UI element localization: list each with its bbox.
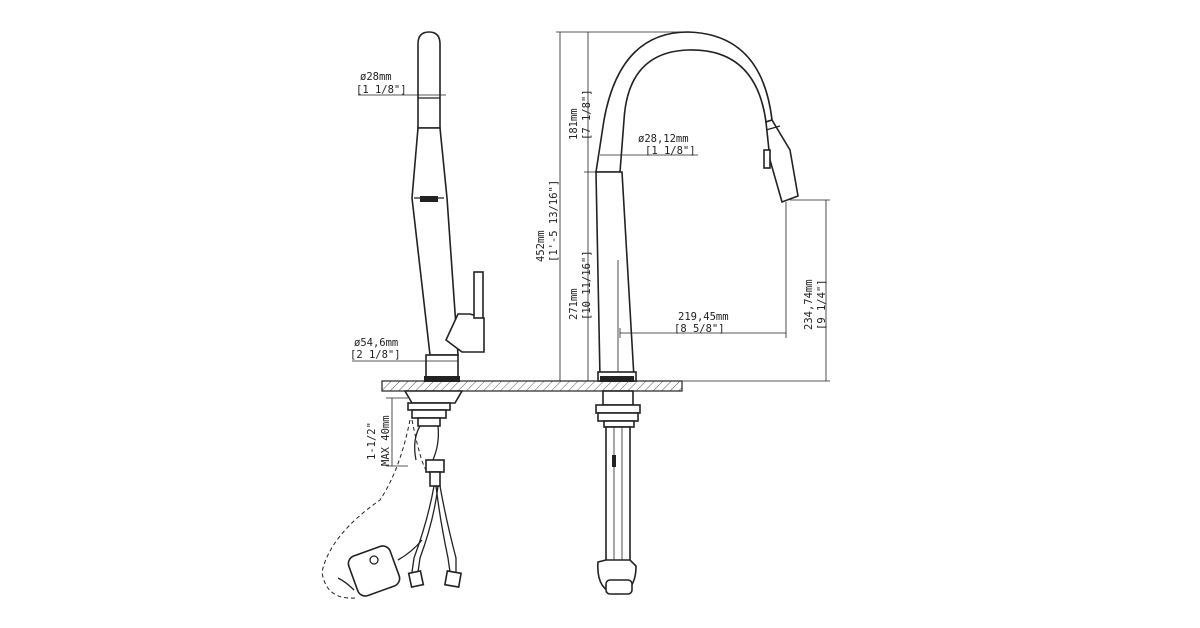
dim-neck-diameter: ø28,12mm [1 1/8"] [600, 133, 698, 157]
total-height-in: [1'-5 13/16"] [548, 180, 560, 262]
dim-total-height: 452mm [1'-5 13/16"] [535, 31, 688, 382]
reach-in: [8 5/8"] [674, 323, 725, 335]
front-view-faucet [595, 31, 799, 595]
dim-hole-size: 1-1/2" MAX 40mm [366, 397, 408, 467]
dim-arc-height: 181mm [7 1/8"] [568, 32, 620, 173]
side-view-faucet [321, 31, 485, 599]
base-diameter-in: [2 1/8"] [350, 349, 401, 361]
arc-height-in: [7 1/8"] [581, 89, 593, 140]
dim-body-height: 271mm [10 11/16"] [568, 172, 593, 381]
arc-height-mm: 181mm [568, 108, 580, 140]
dim-base-diameter: ø54,6mm [2 1/8"] [350, 337, 459, 366]
hole-size-in: 1-1/2" [366, 422, 378, 460]
spout-height-mm: 234,74mm [803, 279, 815, 330]
spout-diameter-in: [1 1/8"] [356, 84, 407, 96]
base-diameter-mm: ø54,6mm [354, 337, 398, 349]
countertop [381, 380, 683, 392]
dim-spout-diameter: ø28mm [1 1/8"] [356, 71, 446, 100]
body-height-mm: 271mm [568, 288, 580, 320]
spout-diameter-mm: ø28mm [360, 71, 392, 83]
dim-spout-height: 234,74mm [9 1/4"] [682, 199, 830, 382]
neck-diameter-mm: ø28,12mm [638, 133, 689, 145]
body-height-in: [10 11/16"] [581, 250, 593, 320]
total-height-mm: 452mm [535, 230, 547, 262]
reach-mm: 219,45mm [678, 311, 729, 323]
spout-height-in: [9 1/4"] [816, 279, 828, 330]
neck-diameter-in: [1 1/8"] [645, 145, 696, 157]
hole-size-max: MAX 40mm [380, 415, 392, 466]
dim-reach: 219,45mm [8 5/8"] [619, 202, 787, 338]
